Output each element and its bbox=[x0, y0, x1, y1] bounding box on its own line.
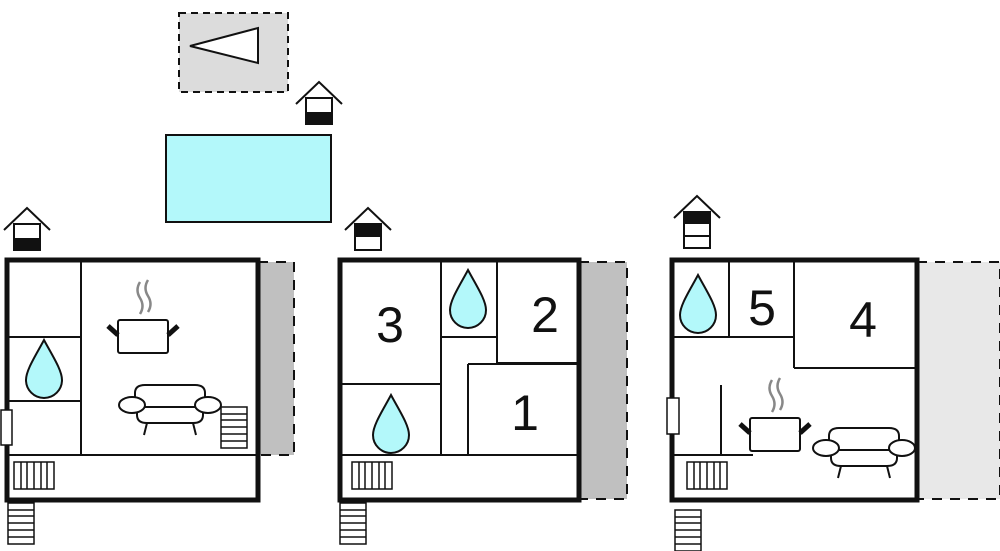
compass-box bbox=[178, 12, 289, 93]
entrance-stairs-icon bbox=[339, 502, 367, 545]
north-arrow-icon bbox=[189, 26, 259, 65]
floor-plan-a bbox=[0, 207, 295, 545]
radiator-icon bbox=[13, 461, 55, 490]
house-icon bbox=[344, 207, 392, 251]
room-label-3: 3 bbox=[376, 297, 404, 353]
floor-plan-c: 5 4 bbox=[666, 194, 1000, 551]
entrance-stairs-icon bbox=[7, 502, 35, 545]
room-label-5: 5 bbox=[748, 280, 776, 336]
terrace bbox=[578, 261, 628, 500]
window bbox=[0, 409, 13, 446]
house-icon bbox=[295, 81, 343, 125]
house-icon bbox=[3, 207, 51, 251]
room-label-1: 1 bbox=[511, 385, 539, 441]
radiator-icon bbox=[686, 461, 728, 490]
stairs-icon bbox=[220, 406, 248, 449]
window bbox=[666, 397, 680, 435]
radiator-icon bbox=[351, 461, 393, 490]
room-label-2: 2 bbox=[531, 287, 559, 343]
terrace bbox=[916, 261, 1000, 500]
room-label-4: 4 bbox=[849, 292, 877, 348]
floor-plan-b: 3 2 1 bbox=[337, 207, 628, 545]
swimming-pool bbox=[165, 134, 332, 223]
house-icon bbox=[673, 194, 721, 249]
terrace bbox=[257, 261, 295, 456]
entrance-stairs-icon bbox=[674, 509, 702, 551]
